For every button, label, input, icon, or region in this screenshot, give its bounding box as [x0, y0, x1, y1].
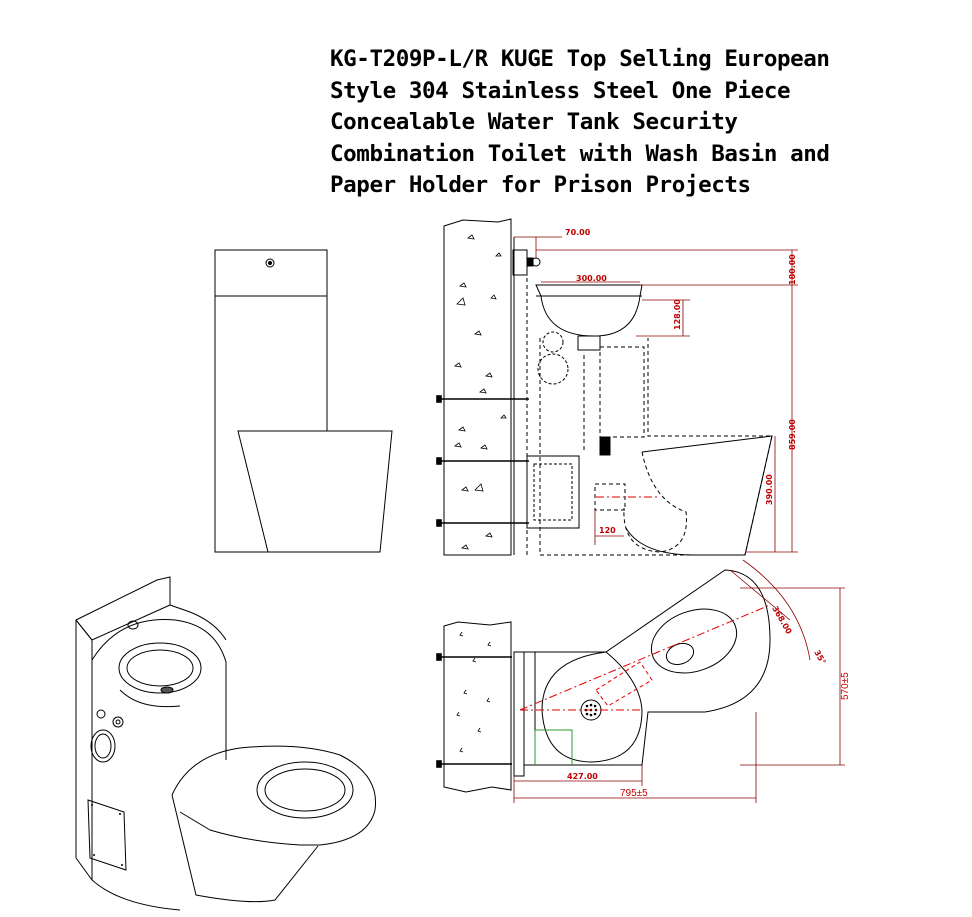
side-bowl-trap [623, 451, 687, 553]
dim-seat-height: 390.00 [765, 474, 774, 505]
front-flush-button [265, 258, 275, 268]
front-view [214, 249, 393, 553]
plan-toilet-outlet [665, 642, 695, 666]
plan-wall-bolts [436, 653, 512, 768]
side-bowl-outer [625, 435, 773, 556]
side-basin [535, 284, 643, 337]
side-button-housing [512, 249, 528, 276]
plan-wall-section [443, 621, 512, 793]
plan-hidden-tank [595, 661, 653, 707]
title-line-5: Paper Holder for Prison Projects [330, 172, 751, 198]
dim-basin-width: 300.00 [576, 274, 607, 283]
iso-basin-bowl [118, 642, 202, 694]
side-hidden-housing [539, 338, 773, 556]
dim-top-to-basin: 180.00 [788, 254, 797, 285]
dim-plan-angle: 35° [812, 649, 827, 667]
iso-basin-rim [91, 619, 227, 760]
side-water-tank [599, 346, 645, 438]
side-paper-holder-frame [526, 455, 580, 529]
dim-total-height: 859.00 [788, 419, 797, 450]
side-drain [577, 335, 601, 351]
iso-hole-left [96, 709, 106, 719]
iso-back-panel-top [75, 576, 171, 641]
title-line-4: Combination Toilet with Wash Basin and [330, 140, 830, 167]
side-wall-hatching [454, 234, 507, 550]
dim-side-wall-offset: 70.00 [565, 228, 591, 237]
side-view: 70.00 300.00 180.00 128.00 859.00 390.00… [436, 218, 798, 556]
iso-toilet-bowl [256, 761, 354, 819]
side-flush-pipe [599, 436, 611, 456]
plan-toilet-bowl [650, 608, 738, 674]
iso-toilet-rim [171, 745, 377, 846]
title-line-1: KG-T209P-L/R KUGE Top Selling European [330, 46, 830, 72]
dim-plan-basin-offset: 427.00 [567, 772, 598, 781]
iso-toilet-base [171, 794, 319, 903]
iso-view [75, 576, 377, 911]
side-pipe-hole-upper [542, 331, 564, 353]
side-wall-bolts [436, 395, 529, 527]
iso-flush-button [127, 620, 139, 630]
iso-hole-right [112, 716, 124, 728]
plan-unit-outline [523, 569, 771, 766]
title-line-3: Concealable Water Tank Security [330, 109, 738, 135]
side-wall-section [443, 218, 512, 556]
side-dimension-lines [514, 236, 798, 553]
iso-basin-drain [160, 686, 174, 694]
plan-supply-pipe [534, 729, 573, 765]
plan-centerline-diagonal [519, 604, 771, 711]
side-paper-holder-inner [533, 463, 573, 521]
plan-basin [541, 651, 643, 763]
plan-dimension-lines [513, 559, 845, 803]
iso-large-port [90, 729, 116, 763]
product-title: KG-T209P-L/R KUGE Top Selling European S… [330, 44, 890, 202]
front-bowl [237, 430, 393, 553]
dim-outlet-height: 120 [599, 526, 616, 535]
dim-plan-radius: 368.00 [770, 605, 793, 637]
dim-plan-length: 795±5 [620, 788, 648, 799]
plan-view: 368.00 35° 570±5 427.00 795±5 [436, 559, 851, 803]
title-line-2: Style 304 Stainless Steel One Piece [330, 77, 791, 104]
dim-basin-depth: 128.00 [673, 299, 682, 330]
dim-plan-width: 570±5 [840, 672, 851, 700]
side-flush-valve [526, 257, 534, 267]
iso-access-panel [87, 799, 127, 871]
side-pipe-hole-lower [537, 353, 569, 385]
